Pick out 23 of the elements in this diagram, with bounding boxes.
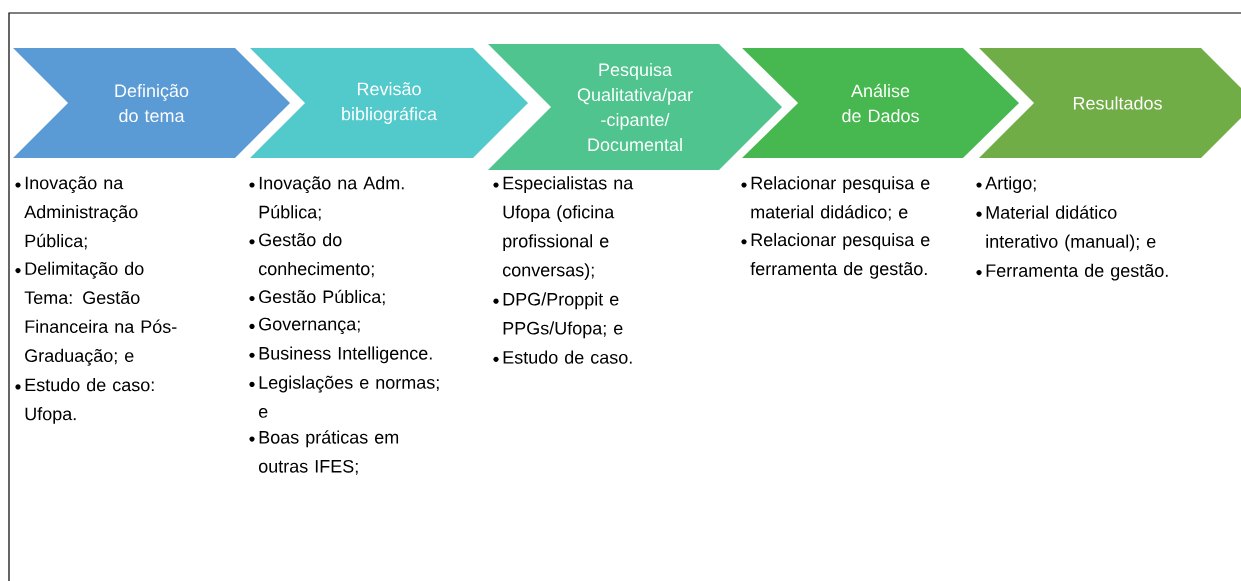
bullet-item: Especialistas na Ufopa (oficina profissional e conversas); xyxy=(493,176,634,280)
bullet-item: Gestão do conhecimento; xyxy=(249,232,374,278)
bullet-item: Gestão Pública; xyxy=(249,289,385,306)
bullet-item: DPG/Proppit e PPGs/Ufopa; e xyxy=(493,292,623,339)
bullet-item: Material didático interativo (manual); e xyxy=(976,205,1156,252)
bullet-item: Ferramenta de gestão. xyxy=(976,263,1168,281)
bullet-item: Estudo de caso. xyxy=(493,350,632,364)
bullet-item: Inovação na Administração Pública; xyxy=(15,176,138,250)
bullet-item: Legislações e normas; e xyxy=(249,375,439,418)
step-box: Análise de Dados xyxy=(742,48,1019,158)
bullet-item: Business Intelligence. xyxy=(249,346,432,364)
step-box: Definição do tema xyxy=(13,48,290,158)
bullet-item: Artigo; xyxy=(976,176,1036,193)
step-box: Pesquisa Qualitativa/par -cipante/ Documental xyxy=(488,44,782,170)
bullet-item: Inovação na Adm. Pública; xyxy=(249,176,404,221)
bullet-item: Relacionar pesquisa e ferramenta de gestão. xyxy=(741,232,930,279)
step-box: Revisão bibliográfica xyxy=(250,48,528,158)
bullet-item: Relacionar pesquisa e material didádico; e xyxy=(741,176,930,221)
bullet-item: Boas práticas em outras IFES; xyxy=(249,430,399,475)
bullet-item: Estudo de caso: Ufopa. xyxy=(15,378,154,424)
step-box: Resultados xyxy=(979,48,1241,158)
bullet-item: Governança; xyxy=(249,317,360,335)
bullet-item: Delimitação do Tema: Gestão Financeira na Pós-Graduação; e xyxy=(15,261,177,366)
